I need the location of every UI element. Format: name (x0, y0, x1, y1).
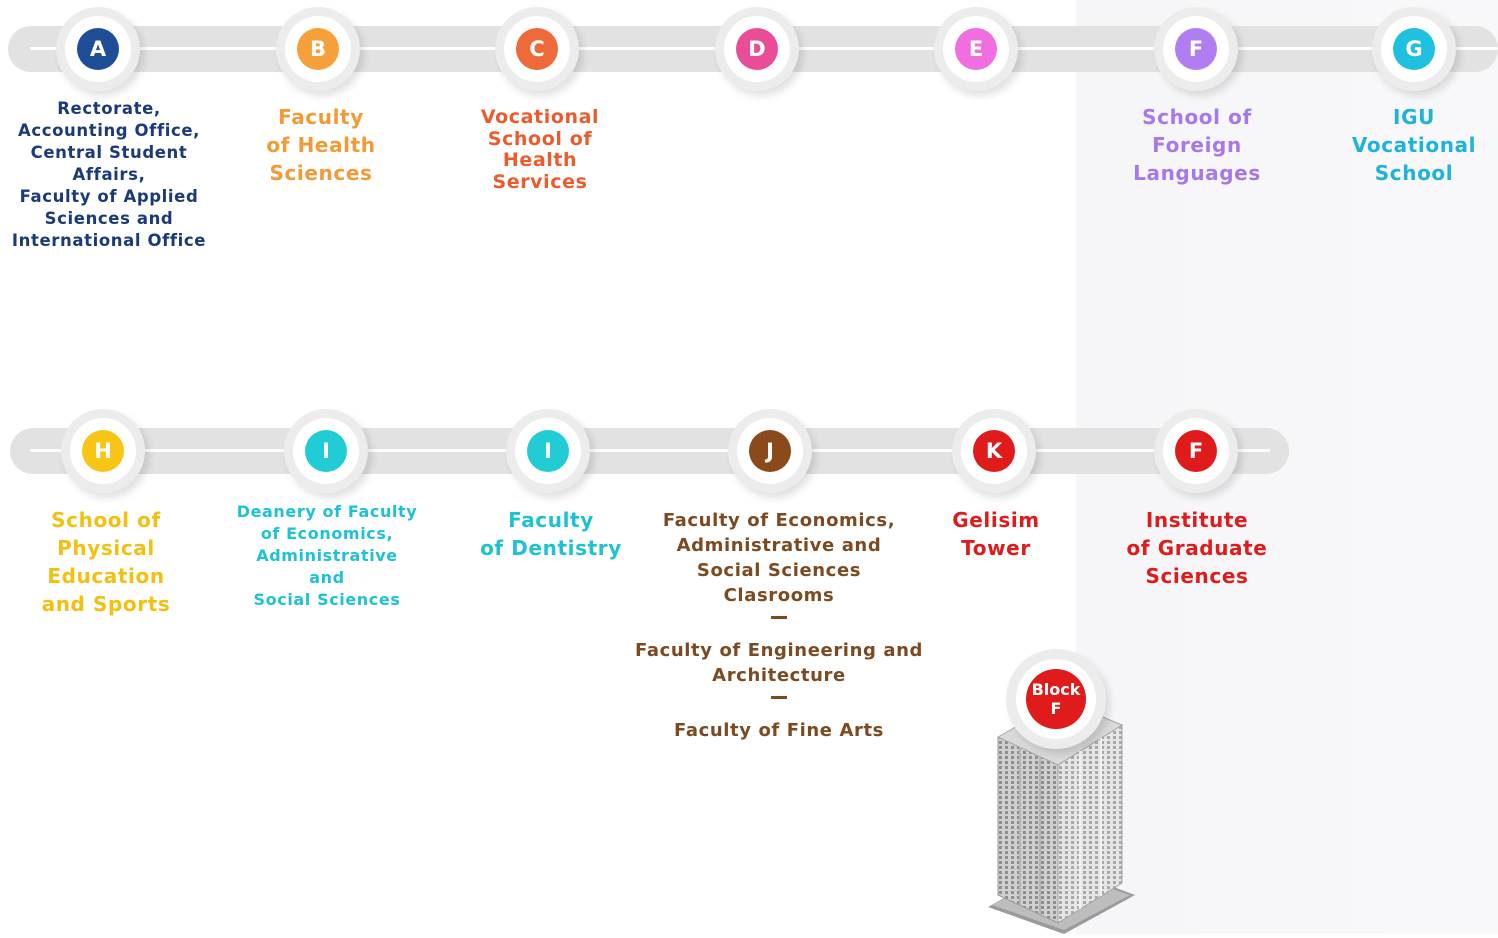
node-b: B (268, 0, 368, 99)
node-g: G (1364, 0, 1464, 99)
node-a: A (48, 0, 148, 99)
marker-g: G (1393, 28, 1435, 70)
node-e: E (926, 0, 1026, 99)
marker-i-1: I (305, 430, 347, 472)
separator-dash-1 (771, 616, 787, 619)
marker-d: D (736, 28, 778, 70)
node-k: K (944, 401, 1044, 501)
node-h: H (53, 401, 153, 501)
marker-f: F (1175, 28, 1217, 70)
timeline-line-row2 (30, 449, 1270, 452)
node-i-1: I (276, 401, 376, 501)
node-c: C (487, 0, 587, 99)
label-f-2: Institute of Graduate Sciences (1126, 508, 1268, 588)
node-d: D (707, 0, 807, 99)
marker-f-2: F (1175, 430, 1217, 472)
label-h: School of Physical Education and Sports (41, 508, 171, 616)
marker-a: A (77, 28, 119, 70)
node-f-2: F (1146, 401, 1246, 501)
marker-k: K (973, 430, 1015, 472)
marker-h: H (82, 430, 124, 472)
label-i-2: Faculty of Dentistry (480, 508, 622, 560)
label-j: Faculty of Economics, Administrative and… (635, 510, 923, 741)
label-a: Rectorate, Accounting Office, Central St… (11, 99, 207, 250)
node-i-2: I (498, 401, 598, 501)
marker-b: B (297, 28, 339, 70)
marker-c: C (516, 28, 558, 70)
label-i-1: Deanery of Faculty of Economics, Adminis… (236, 502, 418, 609)
label-g: IGU Vocational School (1351, 105, 1477, 185)
label-b: Faculty of Health Sciences (266, 105, 376, 185)
marker-e: E (955, 28, 997, 70)
label-k: Gelisim Tower (952, 508, 1040, 560)
label-f: School of Foreign Languages (1133, 105, 1261, 185)
node-j: J (720, 401, 820, 501)
marker-i-2: I (527, 430, 569, 472)
gelisim-tower-illustration: Block F (980, 645, 1150, 934)
node-f: F (1146, 0, 1246, 99)
block-f-badge: Block F (1026, 669, 1086, 729)
label-c: Vocational School of Health Services (480, 106, 600, 193)
separator-dash-2 (771, 696, 787, 699)
marker-j: J (749, 430, 791, 472)
